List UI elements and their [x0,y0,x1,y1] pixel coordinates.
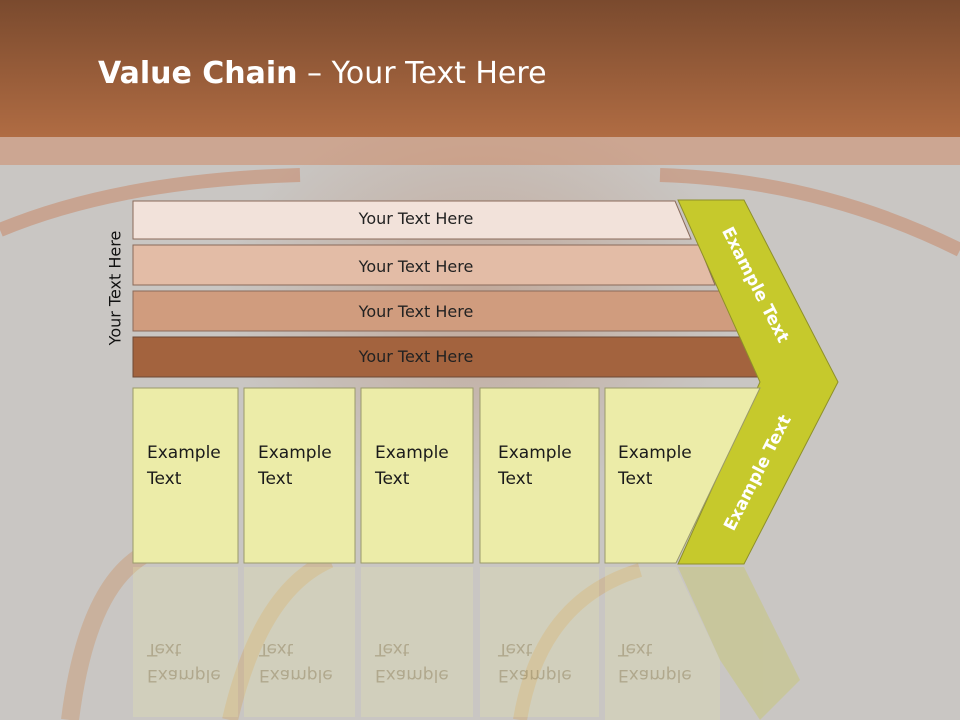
bar-label-3: Your Text Here [358,302,474,321]
bar-label-4: Your Text Here [358,347,474,366]
header-bar [0,0,960,137]
box-2 [243,387,356,564]
box-1-line2: Text [147,469,182,489]
title-bold: Value Chain [98,56,298,91]
box-2-line1: Example [258,443,332,463]
reflection-group [133,567,800,720]
bar-1 [132,200,692,240]
box-2-line2: Text [258,469,293,489]
box-3-line1: Example [375,443,449,463]
bar-2 [132,244,716,286]
box-1-line1: Example [147,443,221,463]
box-3 [360,387,474,564]
box-1 [132,387,239,564]
box-5 [604,387,761,564]
box-4 [479,387,600,564]
bar-label-1: Your Text Here [358,209,474,228]
header-band [0,137,960,165]
bar-label-2: Your Text Here [358,257,474,276]
page-title: Value Chain – Your Text Here [98,56,547,91]
title-rest: – Your Text Here [297,56,547,91]
chevron-arrow [677,199,839,565]
box-5-line1: Example [618,443,692,463]
box-4-line1: Example [498,443,572,463]
box-3-line2: Text [375,469,410,489]
box-5-line2: Text [618,469,653,489]
box-4-line2: Text [498,469,533,489]
